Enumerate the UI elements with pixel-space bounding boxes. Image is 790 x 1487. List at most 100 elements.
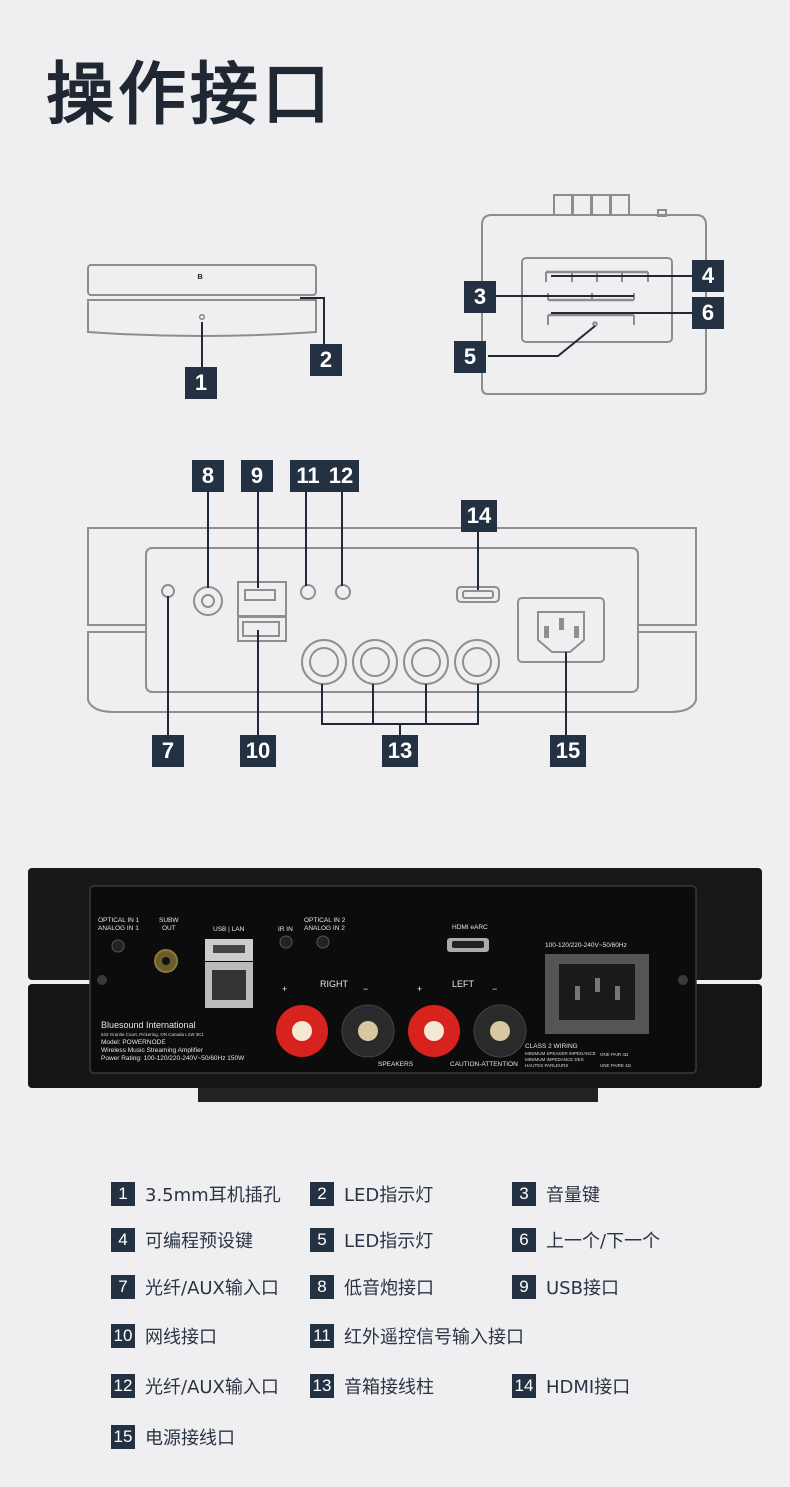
- front-callout-lines: [201, 297, 325, 368]
- legend-text: 3.5mm耳机插孔: [145, 1185, 281, 1206]
- terminal-left-minus-core: [490, 1021, 510, 1041]
- headphone-jack: [199, 314, 205, 320]
- legend-text: 低音炮接口: [344, 1278, 434, 1299]
- power-pin-earth: [595, 978, 600, 992]
- product-back-photo: OPTICAL IN 1 ANALOG IN 1 SUBW OUT USB | …: [28, 868, 762, 1102]
- legend-item-10: 10 网线接口: [111, 1324, 217, 1348]
- right-minus-sign: −: [363, 984, 368, 994]
- une-paire-label: UNE PAIRE 4Ω: [600, 1063, 632, 1068]
- legend-item-7: 7 光纤/AUX输入口: [111, 1275, 279, 1299]
- badge-12: 12: [323, 460, 359, 492]
- left-plus-sign: +: [417, 984, 422, 994]
- terminal-right-plus-core: [292, 1021, 312, 1041]
- usb-port-slot: [213, 945, 245, 953]
- legend-num: 15: [111, 1425, 135, 1449]
- badge-3: 3: [464, 281, 496, 313]
- legend-num: 8: [310, 1275, 334, 1299]
- address-label: 633 Granite Court, Pickering, ON Canada …: [101, 1032, 204, 1037]
- hdmi-earc-label: HDMI eARC: [452, 924, 488, 931]
- legend-num: 4: [111, 1228, 135, 1252]
- optical-in-2-port: [316, 935, 330, 949]
- out-label: OUT: [162, 925, 176, 932]
- usb-lan-label: USB | LAN: [213, 926, 245, 933]
- badge-2: 2: [310, 344, 342, 376]
- left-label: LEFT: [452, 979, 475, 989]
- back-view-diagram: [87, 488, 697, 736]
- legend-text: HDMI接口: [546, 1377, 631, 1398]
- legend-item-13: 13 音箱接线柱: [310, 1374, 434, 1398]
- badge-9: 9: [241, 460, 273, 492]
- legend-text: 网线接口: [145, 1327, 217, 1348]
- screw-left: [97, 975, 107, 985]
- badge-7: 7: [152, 735, 184, 767]
- terminal-right-minus-core: [358, 1021, 378, 1041]
- top-callout-lines: [488, 275, 692, 357]
- left-minus-sign: −: [492, 984, 497, 994]
- legend-text: 光纤/AUX输入口: [145, 1377, 279, 1398]
- min-impedance-fr-label: MINIMUM IMPEDANCE DES: [525, 1057, 584, 1062]
- legend-item-15: 15 电源接线口: [111, 1425, 235, 1449]
- subw-label: SUBW: [159, 917, 179, 924]
- ir-in-port: [279, 935, 293, 949]
- legend-item-14: 14 HDMI接口: [512, 1374, 630, 1398]
- right-label: RIGHT: [320, 979, 349, 989]
- legend-text: LED指示灯: [344, 1185, 434, 1206]
- page-title: 操作接口: [46, 56, 335, 135]
- legend-num: 1: [111, 1182, 135, 1206]
- badge-4: 4: [692, 260, 724, 292]
- badge-14: 14: [461, 500, 497, 532]
- top-view-device: [481, 194, 707, 395]
- legend-item-11: 11 红外遥控信号输入接口: [310, 1324, 524, 1348]
- legend-num: 7: [111, 1275, 135, 1299]
- back-panel-ports: [161, 581, 605, 685]
- legend-num: 9: [512, 1275, 536, 1299]
- legend-item-6: 6 上一个/下一个: [512, 1228, 660, 1252]
- terminal-left-plus-core: [424, 1021, 444, 1041]
- legend-text: USB接口: [546, 1278, 619, 1299]
- legend-item-12: 12 光纤/AUX输入口: [111, 1374, 279, 1398]
- legend-num: 11: [310, 1324, 334, 1348]
- optical-in-1-port: [111, 939, 125, 953]
- speaker-terminals: [276, 1004, 527, 1058]
- legend-text: 音箱接线柱: [344, 1377, 434, 1398]
- analog-in-1-label: ANALOG IN 1: [98, 925, 139, 932]
- one-pair-label: ONE PAIR 4Ω: [600, 1052, 629, 1057]
- front-view-device: [87, 264, 317, 337]
- class2-label: CLASS 2 WIRING: [525, 1043, 578, 1050]
- front-top-diagram: ʙ: [87, 194, 707, 395]
- power-spec-label: 100-120/220-240V~50/60Hz: [545, 942, 627, 949]
- legend-num: 3: [512, 1182, 536, 1206]
- legend-num: 10: [111, 1324, 135, 1348]
- legend-num: 2: [310, 1182, 334, 1206]
- brand-logo: ʙ: [197, 271, 203, 281]
- lan-port-slot: [212, 970, 246, 1000]
- legend-text: LED指示灯: [344, 1231, 434, 1252]
- legend-item-4: 4 可编程预设键: [111, 1228, 253, 1252]
- legend-item-2: 2 LED指示灯: [310, 1182, 433, 1206]
- brand-label: Bluesound International: [101, 1020, 196, 1030]
- description-label: Wireless Music Streaming Amplifier: [101, 1047, 204, 1054]
- badge-15: 15: [550, 735, 586, 767]
- badge-5: 5: [454, 341, 486, 373]
- legend-item-8: 8 低音炮接口: [310, 1275, 434, 1299]
- legend-text: 音量键: [546, 1185, 600, 1206]
- legend-num: 12: [111, 1374, 135, 1398]
- legend-item-1: 1 3.5mm耳机插孔: [111, 1182, 281, 1206]
- optical-in-2-label: OPTICAL IN 2: [304, 917, 346, 924]
- badge-8: 8: [192, 460, 224, 492]
- right-plus-sign: +: [282, 984, 287, 994]
- back-callout-lines: [167, 488, 567, 736]
- legend-num: 13: [310, 1374, 334, 1398]
- power-pin-right: [615, 986, 620, 1000]
- legend-text: 可编程预设键: [145, 1231, 253, 1252]
- power-pins: [544, 618, 579, 638]
- hdmi-port-slot: [452, 941, 484, 948]
- power-rating-label: Power Rating: 100-120/220-240V~50/60Hz 1…: [101, 1055, 245, 1062]
- legend-num: 6: [512, 1228, 536, 1252]
- subwoofer-port-core: [162, 957, 170, 965]
- legend-text: 光纤/AUX输入口: [145, 1278, 279, 1299]
- badge-1: 1: [185, 367, 217, 399]
- analog-in-2-label: ANALOG IN 2: [304, 925, 345, 932]
- legend-item-5: 5 LED指示灯: [310, 1228, 433, 1252]
- ir-in-label: IR IN: [278, 926, 293, 933]
